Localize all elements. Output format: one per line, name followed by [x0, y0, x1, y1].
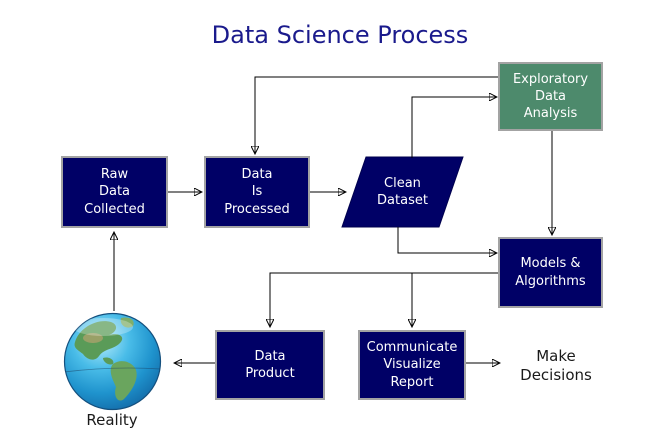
data-is-processed-box: Data Is Processed	[204, 156, 310, 228]
raw-data-collected-box: Raw Data Collected	[61, 156, 168, 228]
south-america-shape	[110, 361, 137, 401]
data-product-box: Data Product	[215, 330, 325, 400]
arrow-eda-to-processed	[255, 76, 498, 154]
arrow-clean-to-models	[397, 227, 497, 253]
make-decisions-label: Make Decisions	[520, 346, 592, 385]
arrow-models-to-product	[270, 272, 498, 327]
communicate-visualize-report-box: Communicate Visualize Report	[358, 330, 466, 400]
reality-label: Reality	[86, 411, 138, 430]
land-detail	[83, 333, 103, 343]
central-america-shape	[103, 357, 114, 365]
models-algorithms-box: Models & Algorithms	[498, 237, 603, 308]
clean-dataset-label: Clean Dataset	[377, 175, 428, 208]
exploratory-data-analysis-box: Exploratory Data Analysis	[498, 62, 603, 131]
arrow-clean-to-eda	[411, 97, 497, 158]
globe-image	[63, 312, 162, 411]
globe-highlight	[73, 318, 133, 336]
equator-line	[64, 367, 161, 373]
diagram-title: Data Science Process	[211, 21, 469, 49]
greenland-shape	[120, 317, 134, 328]
clean-dataset-shape	[341, 156, 464, 228]
